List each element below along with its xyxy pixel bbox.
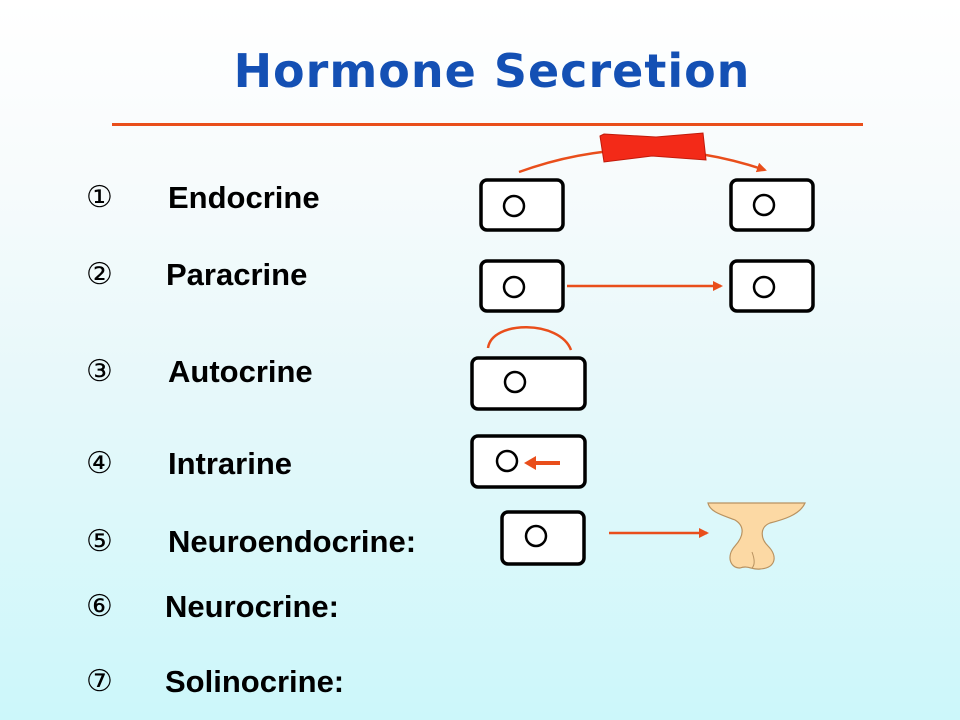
target-cell <box>729 259 815 313</box>
blood-vessel-icon <box>599 132 707 163</box>
item-label: Endocrine <box>168 180 320 215</box>
item-label: Neuroendocrine: <box>168 524 417 559</box>
slide-title: Hormone Secretion <box>233 44 751 98</box>
item-label: Intrarine <box>168 446 293 481</box>
cell-nucleus <box>503 370 527 394</box>
pituitary-gland-icon <box>707 502 806 570</box>
item-number: ③ <box>86 354 113 389</box>
item-label: Solinocrine: <box>165 664 345 699</box>
cell-nucleus <box>524 524 548 548</box>
item-label: Autocrine <box>168 354 313 389</box>
intrarine-diagram <box>470 434 587 489</box>
endocrine-diagram <box>479 132 815 232</box>
item-number: ⑤ <box>86 524 113 559</box>
item-number: ① <box>86 180 113 215</box>
item-label: Paracrine <box>166 257 308 292</box>
intracellular-arrowhead <box>524 456 536 470</box>
secreting-cell <box>479 259 565 313</box>
cell-nucleus <box>752 193 776 217</box>
cell-nucleus <box>502 194 526 218</box>
self-cell <box>470 356 587 411</box>
neuroendocrine-diagram <box>500 502 806 570</box>
cell-nucleus <box>752 275 776 299</box>
cell-nucleus <box>495 449 519 473</box>
item-number: ⑥ <box>86 589 113 624</box>
autocrine-diagram <box>470 326 587 411</box>
title-divider <box>112 123 863 126</box>
gland-lobe-line <box>751 551 755 569</box>
autocrine-arrow <box>486 326 573 351</box>
item-number: ② <box>86 257 113 292</box>
secreting-cell <box>479 178 565 232</box>
neuron-cell <box>500 510 586 566</box>
target-cell <box>729 178 815 232</box>
item-number: ④ <box>86 446 113 481</box>
paracrine-diagram <box>479 259 815 313</box>
item-number: ⑦ <box>86 664 113 699</box>
cell-nucleus <box>502 275 526 299</box>
item-label: Neurocrine: <box>165 589 339 624</box>
